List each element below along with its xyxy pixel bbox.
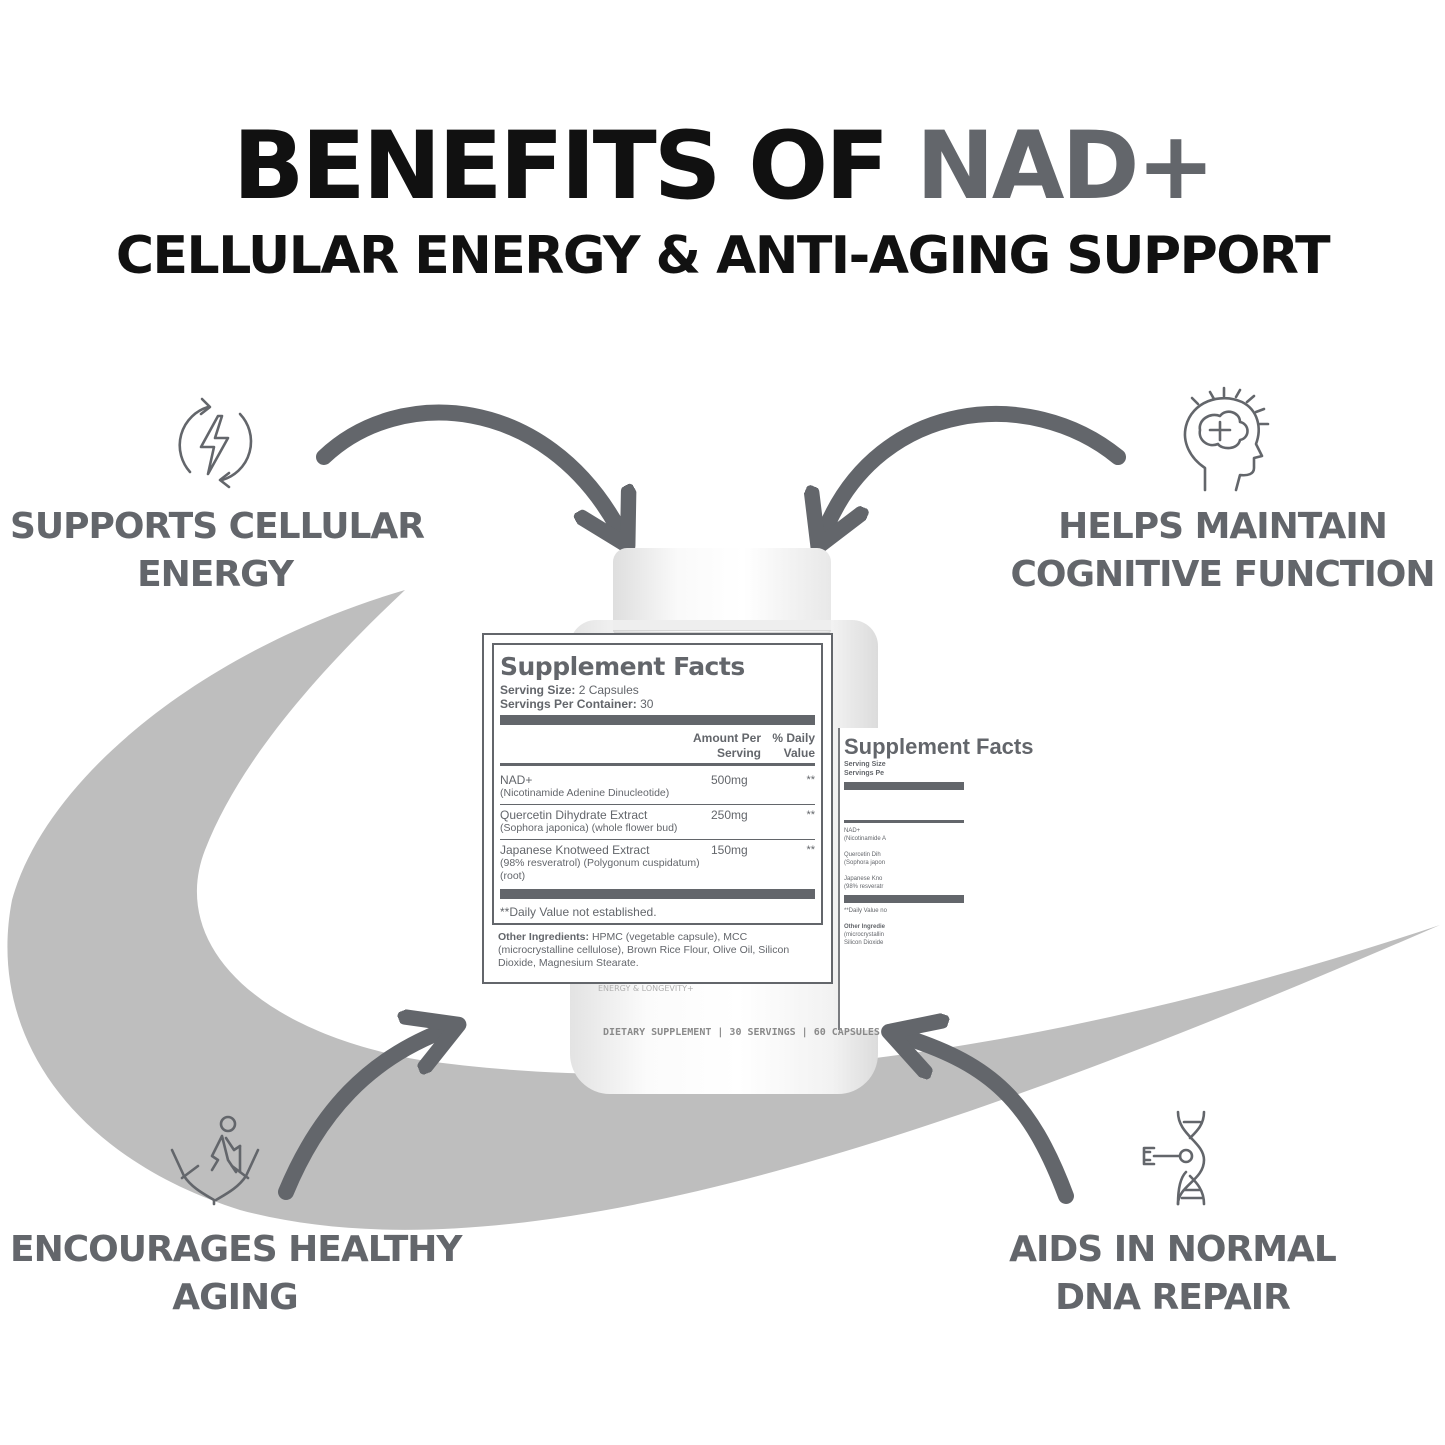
bottle-tagline: ENERGY & LONGEVITY+ — [598, 984, 694, 993]
other-ingredients: Other Ingredients: HPMC (vegetable capsu… — [498, 931, 790, 969]
ingredient-row: NAD+(Nicotinamide Adenine Dinucleotide) … — [500, 770, 815, 805]
side-label-title: Supplement Facts — [844, 734, 1034, 759]
facts-title: Supplement Facts — [500, 652, 745, 681]
supplement-facts-box: Supplement Facts Serving Size: 2 Capsule… — [492, 643, 823, 925]
side-label-servings: Servings Pe — [844, 770, 885, 777]
page-subtitle: CELLULAR ENERGY & ANTI-AGING SUPPORT — [115, 226, 1331, 286]
side-label-quercetin: Quercetin Dih — [844, 852, 881, 858]
bottle-cap-ridge — [613, 620, 831, 631]
brain-head-icon — [1183, 386, 1270, 492]
arrow-bottom-left — [278, 1032, 440, 1200]
ingredient-row: Quercetin Dihydrate Extract(Sophora japo… — [500, 805, 815, 840]
arrow-top-right — [826, 406, 1126, 528]
side-label-other-1: Other Ingredie — [844, 924, 886, 930]
benefit-cellular-energy: SUPPORTS CELLULAR ENERGY — [10, 506, 425, 595]
bottle-footer: DIETARY SUPPLEMENT | 30 SERVINGS | 60 CA… — [603, 1027, 880, 1038]
serving-size: Serving Size: 2 Capsules — [500, 683, 639, 697]
energy-cycle-icon — [178, 397, 253, 489]
benefit-healthy-aging: ENCOURAGES HEALTHY AGING — [10, 1229, 462, 1318]
benefit-cognitive-function: HELPS MAINTAIN COGNITIVE FUNCTION — [1010, 506, 1435, 595]
arrow-bottom-right — [908, 1038, 1074, 1204]
side-label-nad: NAD+ — [844, 828, 861, 834]
elder-hands-icon — [170, 1115, 260, 1206]
side-label-other-2: (microcrystallin — [844, 932, 885, 938]
facts-divider-header — [500, 763, 815, 766]
ingredient-row: Japanese Knotweed Extract(98% resveratro… — [500, 843, 815, 882]
servings-per-container: Servings Per Container: 30 — [500, 697, 654, 711]
bottle-side-label: Supplement Facts Serving Size Servings P… — [838, 728, 1033, 1030]
arrow-top-left — [316, 404, 618, 528]
dna-repair-icon — [1142, 1110, 1206, 1206]
side-label-quercetin-sub: (Sophora japon — [844, 860, 886, 866]
side-label-daily: **Daily Value no — [844, 908, 887, 914]
page-title: BENEFITS OF NAD+ — [232, 112, 1216, 221]
side-label-nad-sub: (Nicotinamide A — [844, 836, 887, 842]
facts-divider-bottom — [500, 889, 815, 899]
side-label-serving: Serving Size — [844, 761, 886, 768]
supplement-facts-panel: Supplement Facts Serving Size: 2 Capsule… — [482, 633, 833, 984]
benefit-dna-repair: AIDS IN NORMAL DNA REPAIR — [1009, 1229, 1337, 1318]
side-label-other-3: Silicon Dioxide — [844, 940, 884, 946]
title-accent: NAD+ — [916, 112, 1215, 221]
facts-divider-top — [500, 715, 815, 725]
side-label-knotweed-sub: (98% resveratr — [844, 884, 884, 890]
side-label-knotweed: Japanese Kno — [844, 876, 883, 882]
facts-footnote: **Daily Value not established. — [500, 905, 657, 919]
